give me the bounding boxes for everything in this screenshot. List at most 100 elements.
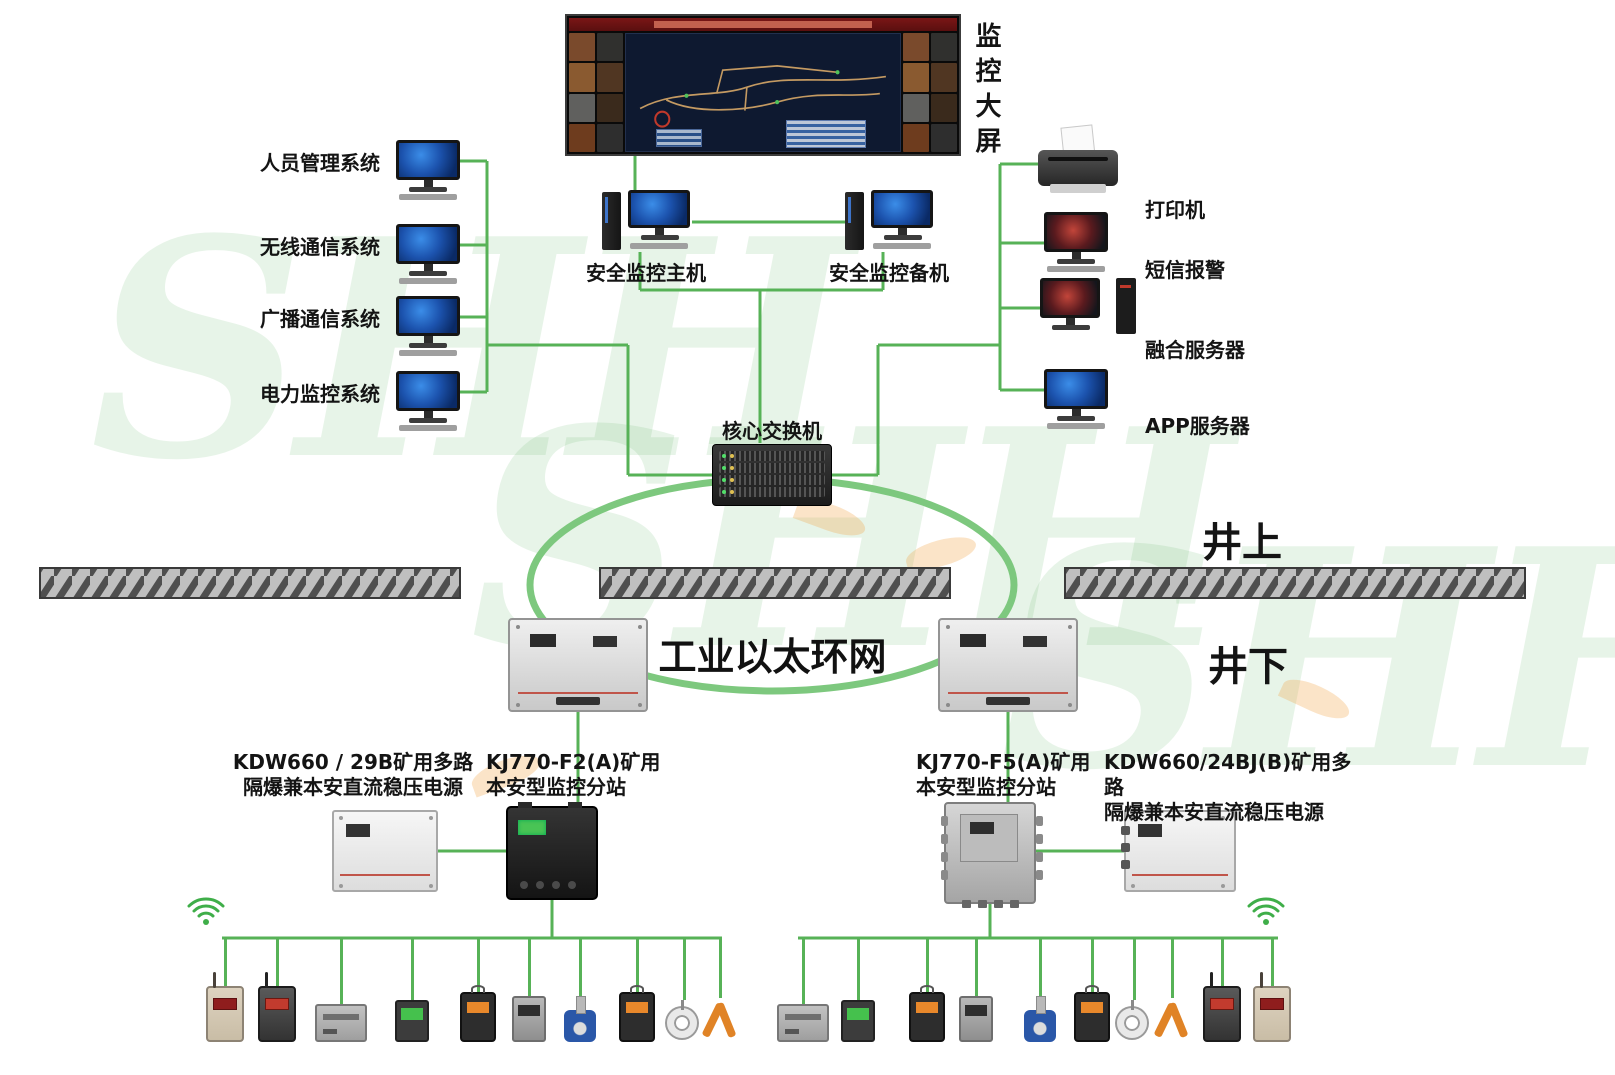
sensor-drop-line — [578, 938, 582, 996]
printer-icon — [1038, 124, 1118, 202]
power-supply-right-label-line2: 隔爆兼本安直流稳压电源 — [1104, 800, 1324, 824]
green-display-device-icon — [841, 1000, 875, 1042]
sensor-cable-coil — [1104, 938, 1164, 1042]
power-supply-right-label-line1: KDW660/24BJ(B)矿用多路 — [1104, 750, 1352, 799]
power-supply-left-icon — [332, 810, 438, 892]
gray-box-device-icon — [315, 1004, 367, 1042]
broadcast-system-label: 广播通信系统 — [260, 307, 380, 331]
camera-thumbnails-left — [569, 33, 623, 152]
sensor-orange-display — [607, 938, 667, 1042]
sensor-drop-line — [1038, 938, 1042, 996]
wireless-dark-device-icon — [1203, 972, 1241, 1042]
wireless-dark-device-icon — [258, 972, 296, 1042]
substation-left-label: KJ770-F2(A)矿用 本安型监控分站 — [486, 750, 676, 800]
main-host-label: 安全监控主机 — [586, 261, 706, 285]
fusion-server-label: 融合服务器 — [1145, 338, 1245, 362]
substation-enclosure-left — [508, 618, 648, 712]
power-supply-right-icon — [1121, 810, 1236, 892]
sensor-drop-line — [1090, 938, 1094, 992]
fusion-server-icon — [1040, 278, 1136, 348]
valve-device-icon — [560, 996, 600, 1042]
power-system-label: 电力监控系统 — [260, 382, 380, 406]
sensor-gray-sensor — [946, 938, 1006, 1042]
printer-label: 打印机 — [1145, 198, 1205, 222]
sensor-orange-display — [448, 938, 508, 1042]
monitoring-substation-right-icon — [941, 802, 1036, 908]
sensor-drop-line — [974, 938, 978, 996]
sensor-wireless-dark — [1192, 938, 1252, 1042]
power-supply-left-label-line2: 隔爆兼本安直流稳压电源 — [243, 775, 463, 799]
backup-host-computer-icon — [845, 190, 937, 256]
wireless-system-monitor-icon — [396, 224, 460, 284]
core-switch-icon — [712, 444, 832, 506]
sensor-drop-line — [635, 938, 639, 992]
core-switch-label: 核心交换机 — [722, 419, 822, 443]
personnel-system-label: 人员管理系统 — [260, 151, 380, 175]
mine-map — [625, 33, 901, 152]
sensor-drop-line — [223, 938, 227, 986]
sensor-drop-line — [410, 938, 414, 1000]
watermark-text: SHH — [1000, 483, 1615, 836]
sensor-gray-sensor — [499, 938, 559, 1042]
sensor-drop-line — [682, 938, 686, 1000]
app-server-label: APP服务器 — [1145, 414, 1250, 438]
sensor-drop-line — [718, 938, 722, 998]
power-system-monitor-icon — [396, 371, 460, 431]
video-wall — [565, 14, 961, 156]
wireless-beige-device-icon — [1253, 972, 1291, 1042]
cable-coil-device-icon — [666, 1000, 702, 1042]
orange-display-device-icon — [909, 985, 945, 1042]
video-wall-label: 监控大屏 — [971, 22, 1001, 162]
sensor-drop-line — [925, 938, 929, 992]
sensor-green-display — [382, 938, 442, 1042]
sensor-clamp — [690, 938, 750, 1042]
substation-right-label-line1: KJ770-F5(A)矿用 — [916, 750, 1091, 774]
app-server-monitor-icon — [1044, 369, 1108, 429]
sensor-drop-line — [1270, 938, 1274, 986]
sensor-green-display — [828, 938, 888, 1042]
wireless-system-label: 无线通信系统 — [260, 235, 380, 259]
gray-sensor-device-icon — [959, 996, 993, 1042]
wifi-icon — [1247, 897, 1285, 925]
sensor-drop-line — [1220, 938, 1224, 986]
sensor-gray-box — [773, 938, 833, 1042]
orange-display-device-icon — [460, 985, 496, 1042]
ethernet-ring-label: 工业以太环网 — [658, 635, 887, 679]
sensor-clamp — [1142, 938, 1202, 1042]
gray-box-device-icon — [777, 1004, 829, 1042]
sensor-drop-line — [1170, 938, 1174, 998]
broadcast-system-monitor-icon — [396, 296, 460, 356]
sensor-cable-coil — [654, 938, 714, 1042]
sensor-gray-box — [311, 938, 371, 1042]
video-wall-banner — [569, 18, 957, 31]
sensor-drop-line — [1132, 938, 1136, 1000]
sensor-drop-line — [527, 938, 531, 996]
monitoring-substation-left-icon — [506, 802, 598, 900]
substation-enclosure-right — [938, 618, 1078, 712]
valve-device-icon — [1020, 996, 1060, 1042]
ground-surface — [39, 567, 1526, 599]
cable-coil-device-icon — [1116, 1000, 1152, 1042]
sensor-wireless-beige — [195, 938, 255, 1042]
substation-right-label: KJ770-F5(A)矿用 本安型监控分站 — [916, 750, 1106, 800]
substation-left-label-line1: KJ770-F2(A)矿用 — [486, 750, 661, 774]
camera-thumbnails-right — [903, 33, 957, 152]
personnel-system-monitor-icon — [396, 140, 460, 200]
sensor-drop-line — [476, 938, 480, 992]
sensor-valve — [550, 938, 610, 1042]
gray-sensor-device-icon — [512, 996, 546, 1042]
backup-host-label: 安全监控备机 — [829, 261, 949, 285]
map-data-table-small — [656, 129, 702, 147]
wireless-beige-device-icon — [206, 972, 244, 1042]
map-data-table — [786, 120, 866, 148]
sensor-drop-line — [801, 938, 805, 1004]
sensor-wireless-beige — [1242, 938, 1302, 1042]
sensor-wireless-dark — [247, 938, 307, 1042]
sensor-orange-display — [897, 938, 957, 1042]
orange-display-device-icon — [1074, 985, 1110, 1042]
power-supply-left-label: KDW660 / 29B矿用多路 隔爆兼本安直流稳压电源 — [224, 750, 482, 800]
power-supply-left-label-line1: KDW660 / 29B矿用多路 — [232, 750, 474, 774]
green-display-device-icon — [395, 1000, 429, 1042]
